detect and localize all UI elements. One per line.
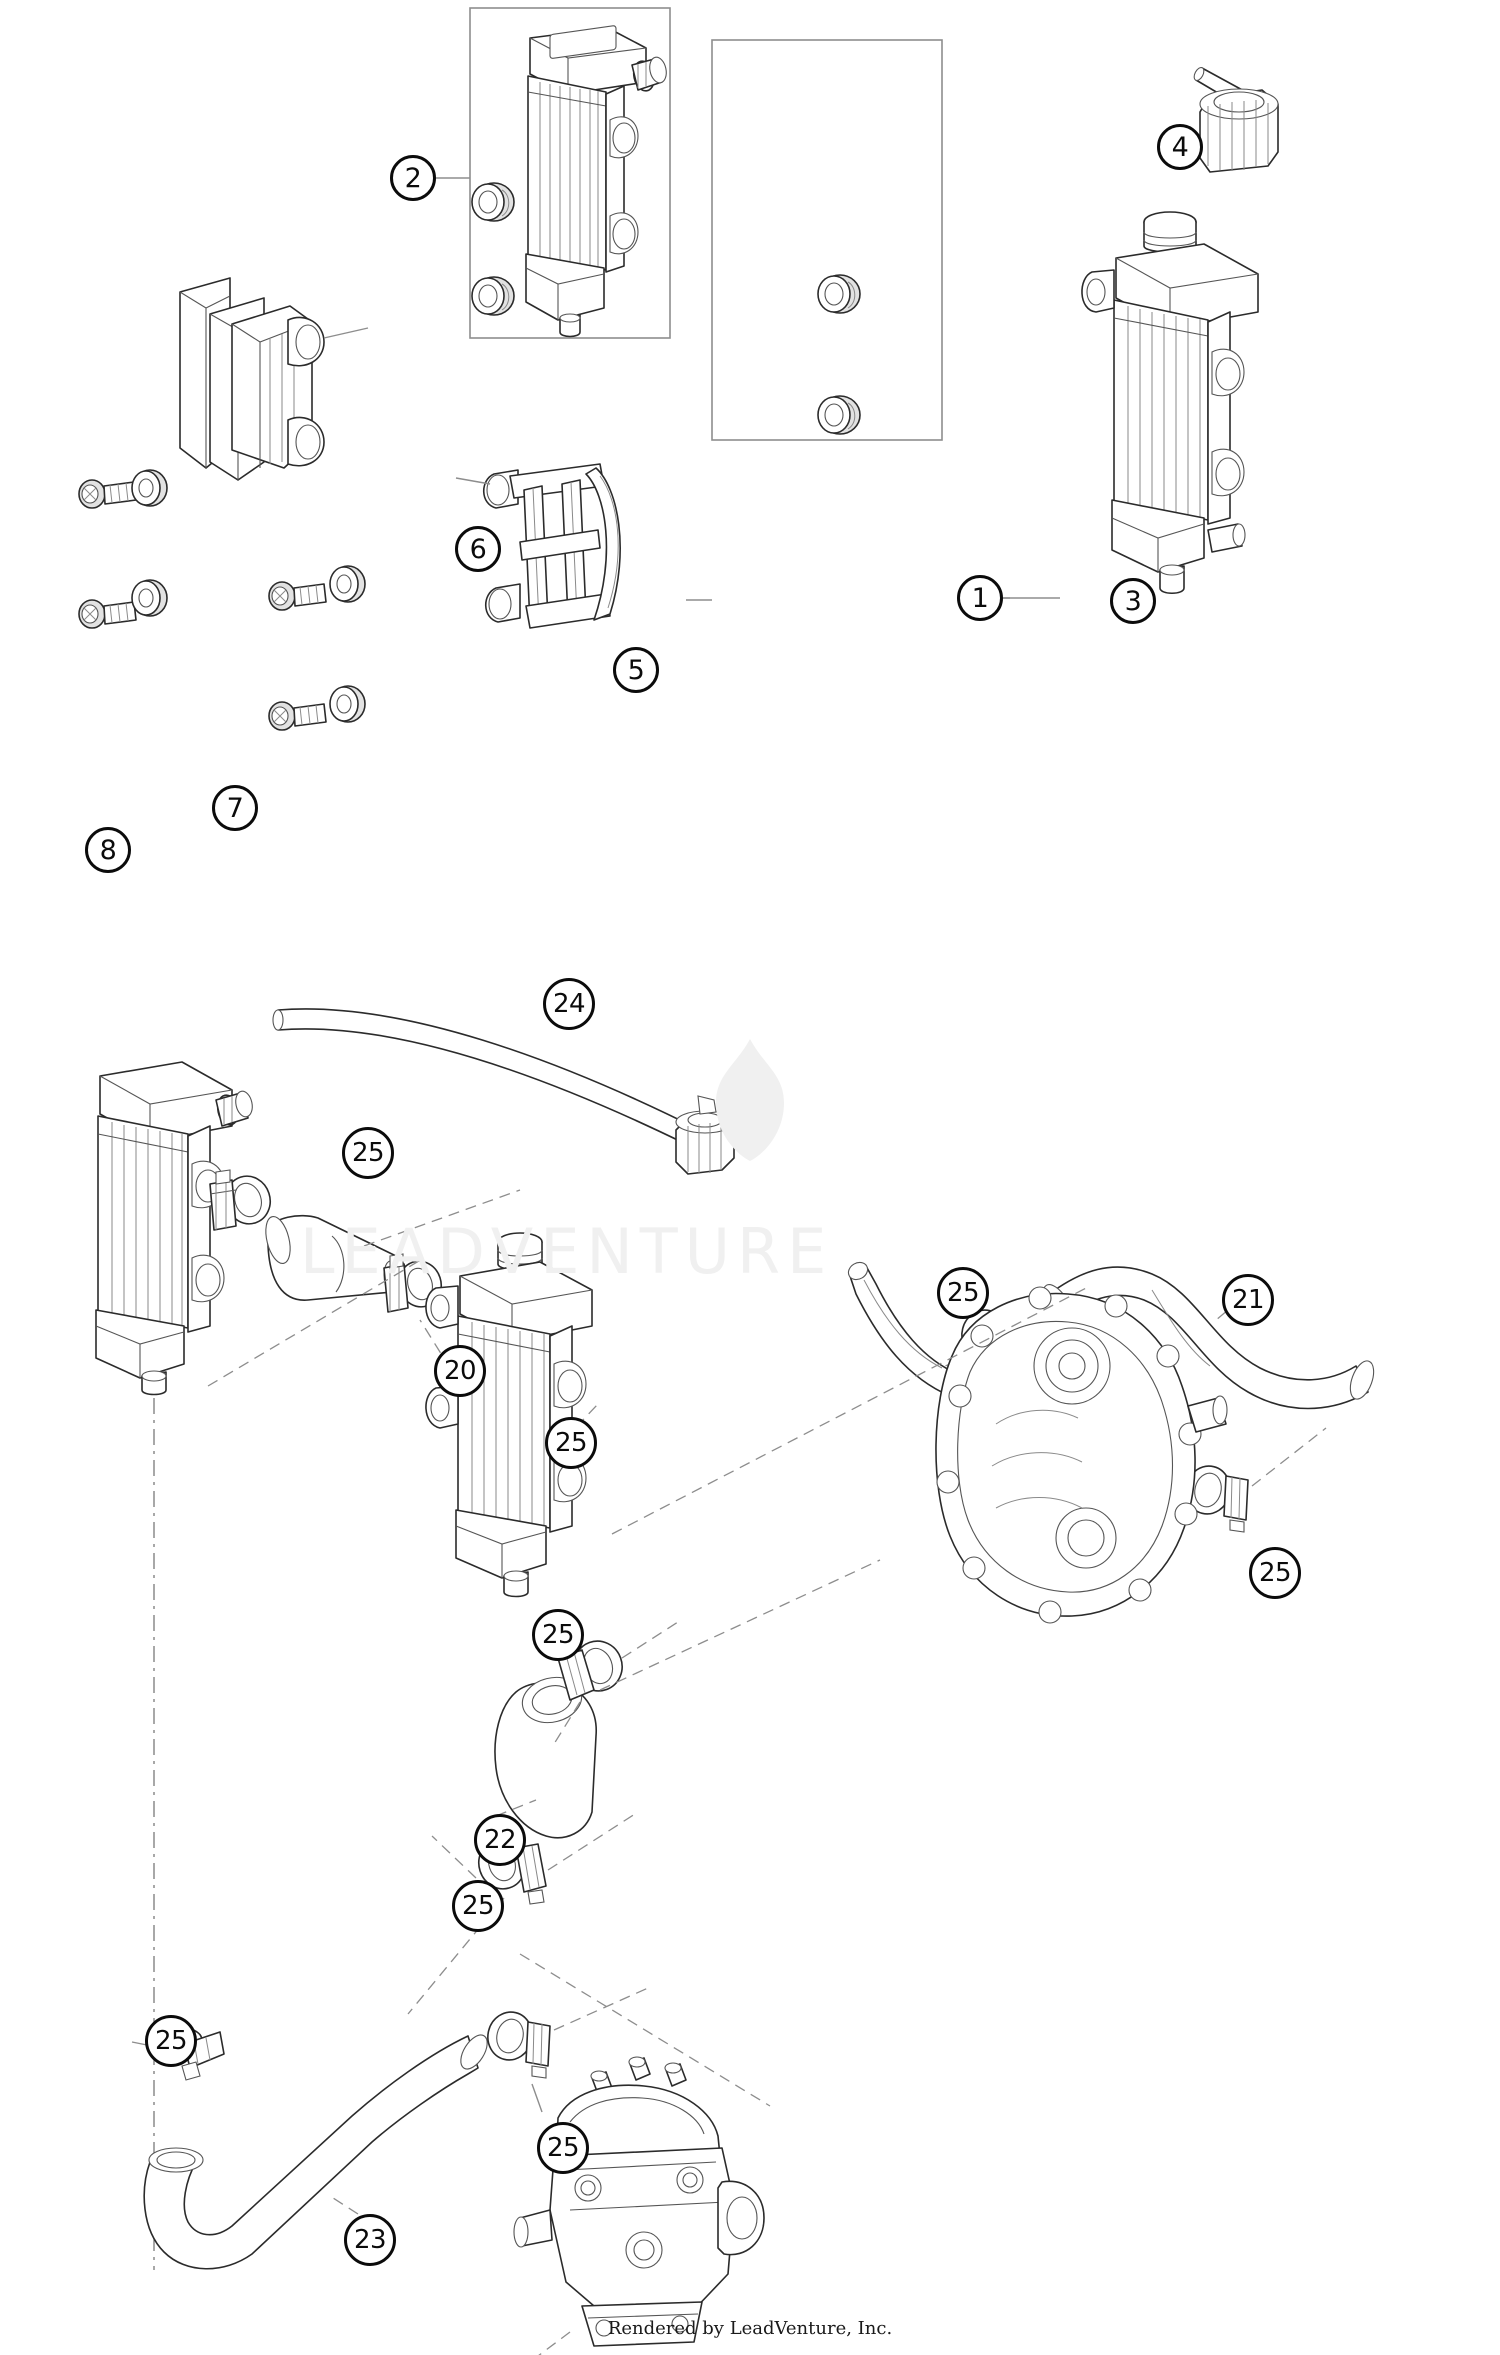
part-hose-22 bbox=[494, 1676, 597, 1839]
callout-25-g[interactable]: 25 bbox=[145, 2015, 197, 2067]
callout-25-f[interactable]: 25 bbox=[452, 1880, 504, 1932]
callout-21[interactable]: 21 bbox=[1222, 1274, 1274, 1326]
part-hose-clamp-a bbox=[209, 1169, 571, 2355]
part-radiator-brace bbox=[455, 463, 621, 629]
callout-5[interactable]: 5 bbox=[613, 647, 659, 693]
render-credit-footer: Rendered by LeadVenture, Inc. bbox=[607, 2318, 893, 2339]
part-collar-4 bbox=[329, 685, 366, 723]
assembly-leader-5 bbox=[519, 1953, 771, 2107]
assembly-leader-3 bbox=[599, 1559, 881, 1691]
callout-20[interactable]: 20 bbox=[434, 1345, 486, 1397]
callout-25-a[interactable]: 25 bbox=[342, 1127, 394, 1179]
part-collar-2 bbox=[131, 579, 168, 617]
part-screw-4 bbox=[268, 701, 327, 731]
part-grommet-top-2 bbox=[471, 276, 515, 316]
callout-1[interactable]: 1 bbox=[957, 575, 1003, 621]
callout-6[interactable]: 6 bbox=[455, 526, 501, 572]
callout-3[interactable]: 3 bbox=[1110, 578, 1156, 624]
flame-watermark-icon bbox=[716, 1039, 784, 1161]
watermark-text: LEADVENTURE bbox=[300, 1215, 834, 1288]
callout-4[interactable]: 4 bbox=[1157, 124, 1203, 170]
part-grommet-top-1 bbox=[471, 182, 515, 222]
callout-23[interactable]: 23 bbox=[344, 2214, 396, 2266]
callout-7[interactable]: 7 bbox=[212, 785, 258, 831]
callout-25-h[interactable]: 25 bbox=[537, 2122, 589, 2174]
callout-24[interactable]: 24 bbox=[543, 978, 595, 1030]
part-hose-clamp-d bbox=[1075, 1427, 1327, 1543]
callout-8[interactable]: 8 bbox=[85, 827, 131, 873]
callout-25-d[interactable]: 25 bbox=[1249, 1547, 1301, 1599]
part-hose-clamp-e bbox=[551, 1621, 679, 1745]
assembly-leader-4 bbox=[363, 1189, 521, 1247]
part-hose-23 bbox=[143, 2034, 488, 2270]
group-box-top bbox=[469, 7, 671, 339]
part-hose-21 bbox=[1043, 1266, 1375, 1410]
callout-25-c[interactable]: 25 bbox=[937, 1267, 989, 1319]
callout-22[interactable]: 22 bbox=[474, 1814, 526, 1866]
part-vent-hose bbox=[272, 1000, 704, 1150]
part-radiator-left-installed bbox=[95, 1061, 253, 1396]
part-screw-1 bbox=[78, 479, 137, 509]
callout-25-e[interactable]: 25 bbox=[532, 1609, 584, 1661]
callout-2[interactable]: 2 bbox=[390, 155, 436, 201]
part-radiator-right bbox=[1081, 211, 1259, 595]
group-box-right bbox=[711, 39, 943, 441]
part-screw-2 bbox=[78, 599, 137, 629]
part-radiator-cap bbox=[1193, 66, 1279, 173]
part-hose-clamp-h bbox=[487, 1987, 649, 2113]
part-grommet-right-1 bbox=[817, 274, 861, 314]
assembly-leader-2 bbox=[207, 1257, 425, 1387]
part-collar-3 bbox=[329, 565, 366, 603]
part-radiator-left bbox=[525, 25, 667, 338]
part-screw-3 bbox=[268, 581, 327, 611]
callout-25-b[interactable]: 25 bbox=[545, 1417, 597, 1469]
part-engine-water-pump bbox=[513, 2056, 765, 2347]
part-radiator-protector bbox=[179, 277, 369, 481]
part-engine-clutch-cover bbox=[847, 1261, 1228, 1624]
part-grommet-right-2 bbox=[817, 395, 861, 435]
part-collar-1 bbox=[131, 469, 168, 507]
